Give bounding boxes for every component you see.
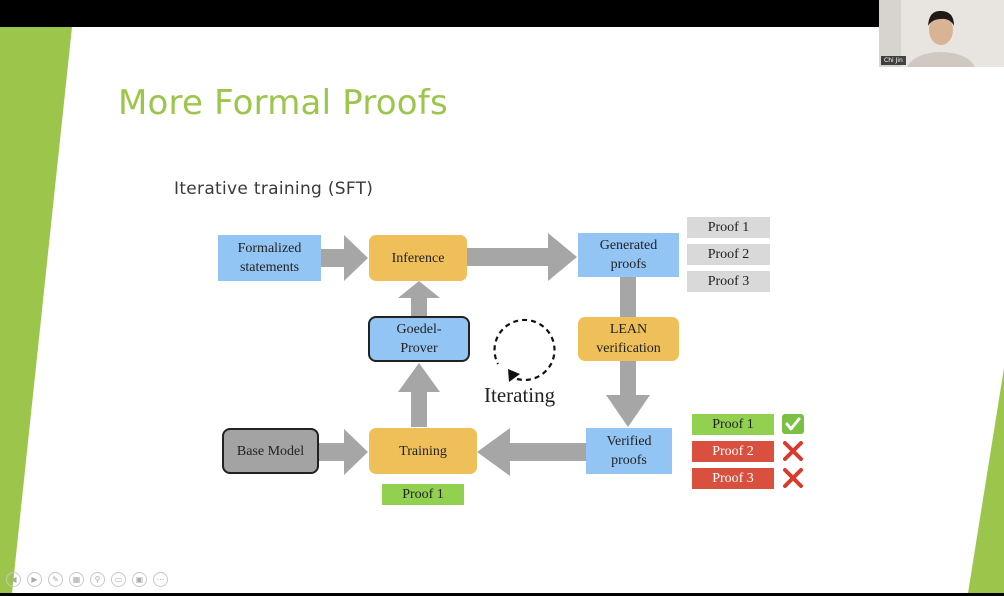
generated-proof-3: Proof 3 [687, 271, 770, 292]
generated-proof-3-label: Proof 3 [707, 273, 750, 289]
generated-proof-1-label: Proof 1 [707, 219, 750, 235]
arrow-lean-to-verified [606, 361, 650, 427]
presentation-toolbar: ◀ ▶ ✎ ▦ ⚲ ▭ ▣ ⋯ [6, 572, 168, 587]
more-icon[interactable]: ⋯ [153, 572, 168, 587]
iterating-label: Iterating [484, 383, 556, 407]
diagram-arrows [318, 233, 650, 476]
formalized-statements-label: Formalized statements [237, 241, 302, 275]
formalized-statements-box: Formalized statements [218, 235, 321, 281]
generated-proofs-label: Generated proofs [599, 238, 658, 272]
arrow-generated-to-lean [620, 277, 636, 317]
pen-icon[interactable]: ✎ [48, 572, 63, 587]
iterating-cycle-icon [493, 318, 556, 382]
verified-proof-3: Proof 3 [692, 468, 774, 489]
arrow-statements-to-inference [321, 235, 368, 281]
arrow-base-to-training [318, 429, 368, 475]
webcam-thumbnail[interactable]: Chi Jin [879, 0, 1004, 67]
generated-proofs-box: Generated proofs [578, 233, 679, 277]
arrow-goedel-to-inference [398, 281, 440, 317]
verified-proof-1-label: Proof 1 [712, 416, 754, 432]
verified-proof-2-label: Proof 2 [712, 443, 754, 459]
slide: More Formal Proofs Iterative training (S… [0, 27, 1004, 593]
zoom-icon[interactable]: ⚲ [90, 572, 105, 587]
goedel-prover-label: Goedel-Prover [396, 322, 442, 356]
subtitles-icon[interactable]: ▭ [111, 572, 126, 587]
cross-mark-icon [783, 468, 803, 488]
inference-label: Inference [391, 250, 445, 266]
slide-decoration [0, 27, 1004, 593]
verified-proof-2: Proof 2 [692, 441, 774, 462]
right-green-band [968, 368, 1004, 593]
verified-proofs-label: Verified proofs [606, 434, 652, 468]
presenter-video [879, 0, 1004, 67]
next-icon[interactable]: ▶ [27, 572, 42, 587]
training-box: Training [369, 428, 477, 474]
training-label: Training [399, 443, 447, 459]
camera-icon[interactable]: ▣ [132, 572, 147, 587]
base-model-box: Base Model [222, 428, 319, 474]
slide-title: More Formal Proofs [118, 83, 448, 123]
arrow-inference-to-generated [467, 233, 577, 281]
prev-icon[interactable]: ◀ [6, 572, 21, 587]
left-green-band [0, 27, 72, 593]
inference-box: Inference [369, 235, 467, 281]
training-input-proof: Proof 1 [382, 484, 464, 505]
webcam-name-label: Chi Jin [881, 56, 906, 65]
base-model-label: Base Model [236, 443, 305, 459]
training-input-proof-label: Proof 1 [402, 486, 444, 502]
slides-icon[interactable]: ▦ [69, 572, 84, 587]
slide-subtitle: Iterative training (SFT) [174, 179, 374, 199]
verified-proof-3-label: Proof 3 [712, 470, 754, 486]
generated-proof-2-label: Proof 2 [707, 246, 750, 262]
check-mark-icon [782, 414, 804, 434]
arrow-verified-to-training [477, 428, 586, 476]
generated-proof-1: Proof 1 [687, 217, 770, 238]
verified-proof-1: Proof 1 [692, 414, 774, 435]
cross-mark-icon [783, 441, 803, 461]
generated-proof-2: Proof 2 [687, 244, 770, 265]
lean-verification-label: LEAN verification [596, 322, 661, 356]
goedel-prover-box: Goedel-Prover [368, 316, 470, 362]
verified-proofs-box: Verified proofs [586, 428, 672, 474]
lean-verification-box: LEAN verification [578, 317, 679, 361]
arrow-training-to-goedel [398, 363, 440, 427]
